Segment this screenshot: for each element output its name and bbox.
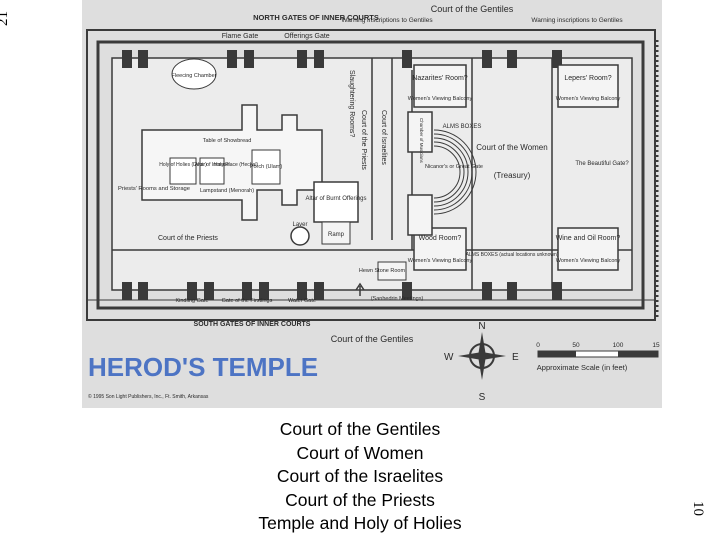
arrow-up-icon — [355, 282, 365, 296]
court-gentiles-bottom-label: Court of the Gentiles — [331, 334, 414, 344]
fleecing-chamber-label: Fleecing Chamber — [172, 73, 217, 79]
nicanors-gate-label: Nicanor's or Great Gate — [425, 164, 483, 170]
compass-west: W — [444, 352, 454, 363]
alms-boxes-label: ALMS BOXES — [443, 124, 482, 130]
ramp-label: Ramp — [328, 232, 345, 238]
womens-balcony-ne-label: Women's Viewing Balcony — [556, 96, 621, 102]
scale-bar-seg-1 — [538, 351, 576, 357]
table-showbread-label: Table of Showbread — [203, 138, 252, 144]
scale-tick-50: 50 — [572, 342, 580, 349]
hewn-stone-room-label: Hewn Stone Room — [359, 268, 406, 274]
caption-temple-holies: Temple and Holy of Holies — [258, 513, 462, 533]
page-number-left: 21 — [0, 0, 22, 40]
porch-label: Porch (Ulam) — [250, 164, 283, 170]
temple-plan: NORTH GATES OF INNER COURTS Court of the… — [82, 0, 662, 408]
laver-basin — [290, 226, 310, 246]
chamber-musicians-label: Chamber of Musicians — [419, 118, 424, 164]
priests-rooms-label: Priests' Rooms and Storage — [118, 186, 190, 192]
compass-star-icon — [458, 332, 506, 380]
north-gate-blocks — [122, 50, 562, 68]
scale-bar: 0 50 100 15 Approximate Scale (in feet) — [536, 342, 660, 372]
herods-temple-title: HEROD'S TEMPLE — [88, 352, 318, 382]
holy-place-label: Holy Place (Hechal) — [214, 162, 259, 168]
page-number-left-text: 21 — [0, 11, 11, 26]
court-gentiles-top-label: Court of the Gentiles — [431, 4, 514, 14]
scale-tick-0: 0 — [536, 342, 540, 349]
hewn-stone-room-shape — [377, 261, 407, 281]
court-priests-vertical-label: Court of the Priests — [360, 110, 367, 170]
alms-boxes-lower-label: ALMS BOXES (actual locations unknown) — [466, 252, 559, 258]
caption-court-priests: Court of the Priests — [285, 489, 435, 510]
caption-court-israelites: Court of the Israelites — [276, 466, 444, 486]
warning-left-label: Warning inscriptions to Gentiles — [341, 17, 433, 24]
womens-balcony-nw-label: Women's Viewing Balcony — [408, 96, 473, 102]
lampstand-label: Lampstand (Menorah) — [200, 188, 254, 194]
altar-burnt-offerings — [313, 181, 359, 223]
south-gates-label: SOUTH GATES OF INNER COURTS — [194, 321, 311, 328]
laver-label: Laver — [292, 222, 307, 228]
treasury-label: (Treasury) — [494, 171, 531, 180]
court-israelites-label: Court of Israelites — [380, 110, 387, 165]
compass-south: S — [479, 392, 486, 403]
caption-court-gentiles: Court of the Gentiles — [279, 419, 441, 439]
wood-room-label: Wood Room? — [419, 235, 462, 242]
outer-walls — [86, 29, 656, 321]
altar-incense-label: Altar of Incense — [195, 162, 230, 168]
lepers-room-label: Lepers' Room? — [564, 75, 611, 82]
caption-list: Court of the Gentiles Court of Women Cou… — [180, 418, 540, 536]
court-rooms — [407, 64, 619, 271]
page-number-right-text: 10 — [690, 501, 706, 516]
beautiful-gate-label: The Beautiful Gate? — [575, 161, 629, 167]
treasury-steps — [433, 129, 477, 215]
holy-of-holies-label: Holy of Holies (Debir) — [159, 162, 207, 168]
page-number-right: 10 — [690, 490, 716, 530]
wine-oil-room-label: Wine and Oil Room? — [556, 235, 621, 242]
warning-right-label: Warning inscriptions to Gentiles — [531, 17, 623, 24]
compass-east: E — [512, 352, 519, 363]
compass-north: N — [478, 321, 485, 332]
scale-tick-150: 15 — [652, 342, 660, 349]
temple-plan-svg: NORTH GATES OF INNER COURTS Court of the… — [82, 0, 662, 408]
nazarites-room-label: Nazarites' Room? — [412, 75, 468, 82]
kindling-gate-label: Kindling Gate — [175, 298, 208, 304]
court-priests-label: Court of the Priests — [158, 235, 218, 242]
altar-ramp — [321, 221, 351, 245]
gate-firstlings-label: Gate of the Firstlings — [222, 298, 273, 304]
court-women-label: Court of the Women — [476, 143, 547, 152]
water-gate-label: Water Gate — [288, 298, 316, 304]
sanctuary-rooms — [169, 149, 281, 185]
caption-court-women: Court of Women — [296, 442, 424, 463]
sanhedrin-label: (Sanhedrin Meetings) — [371, 296, 424, 302]
fleecing-chamber-shape — [171, 58, 217, 90]
scale-label: Approximate Scale (in feet) — [537, 363, 628, 372]
slaughtering-rooms-label: Slaughtering Rooms? — [348, 70, 355, 137]
copyright-label: © 1995 Son Light Publishers, Inc., Ft. S… — [88, 393, 209, 400]
north-gates-label: NORTH GATES OF INNER COURTS — [253, 13, 379, 22]
altar-burnt-label: Altar of Burnt Offerings — [306, 196, 367, 202]
compass-rose: N S E W — [444, 321, 519, 403]
womens-balcony-sw-label: Women's Viewing Balcony — [408, 258, 473, 264]
flame-gate-label: Flame Gate — [222, 33, 259, 40]
south-gate-blocks — [122, 282, 562, 300]
womens-balcony-se-label: Women's Viewing Balcony — [556, 258, 621, 264]
scale-tick-100: 100 — [613, 342, 624, 349]
offerings-gate-label: Offerings Gate — [284, 33, 330, 40]
scale-bar-seg-2 — [618, 351, 658, 357]
